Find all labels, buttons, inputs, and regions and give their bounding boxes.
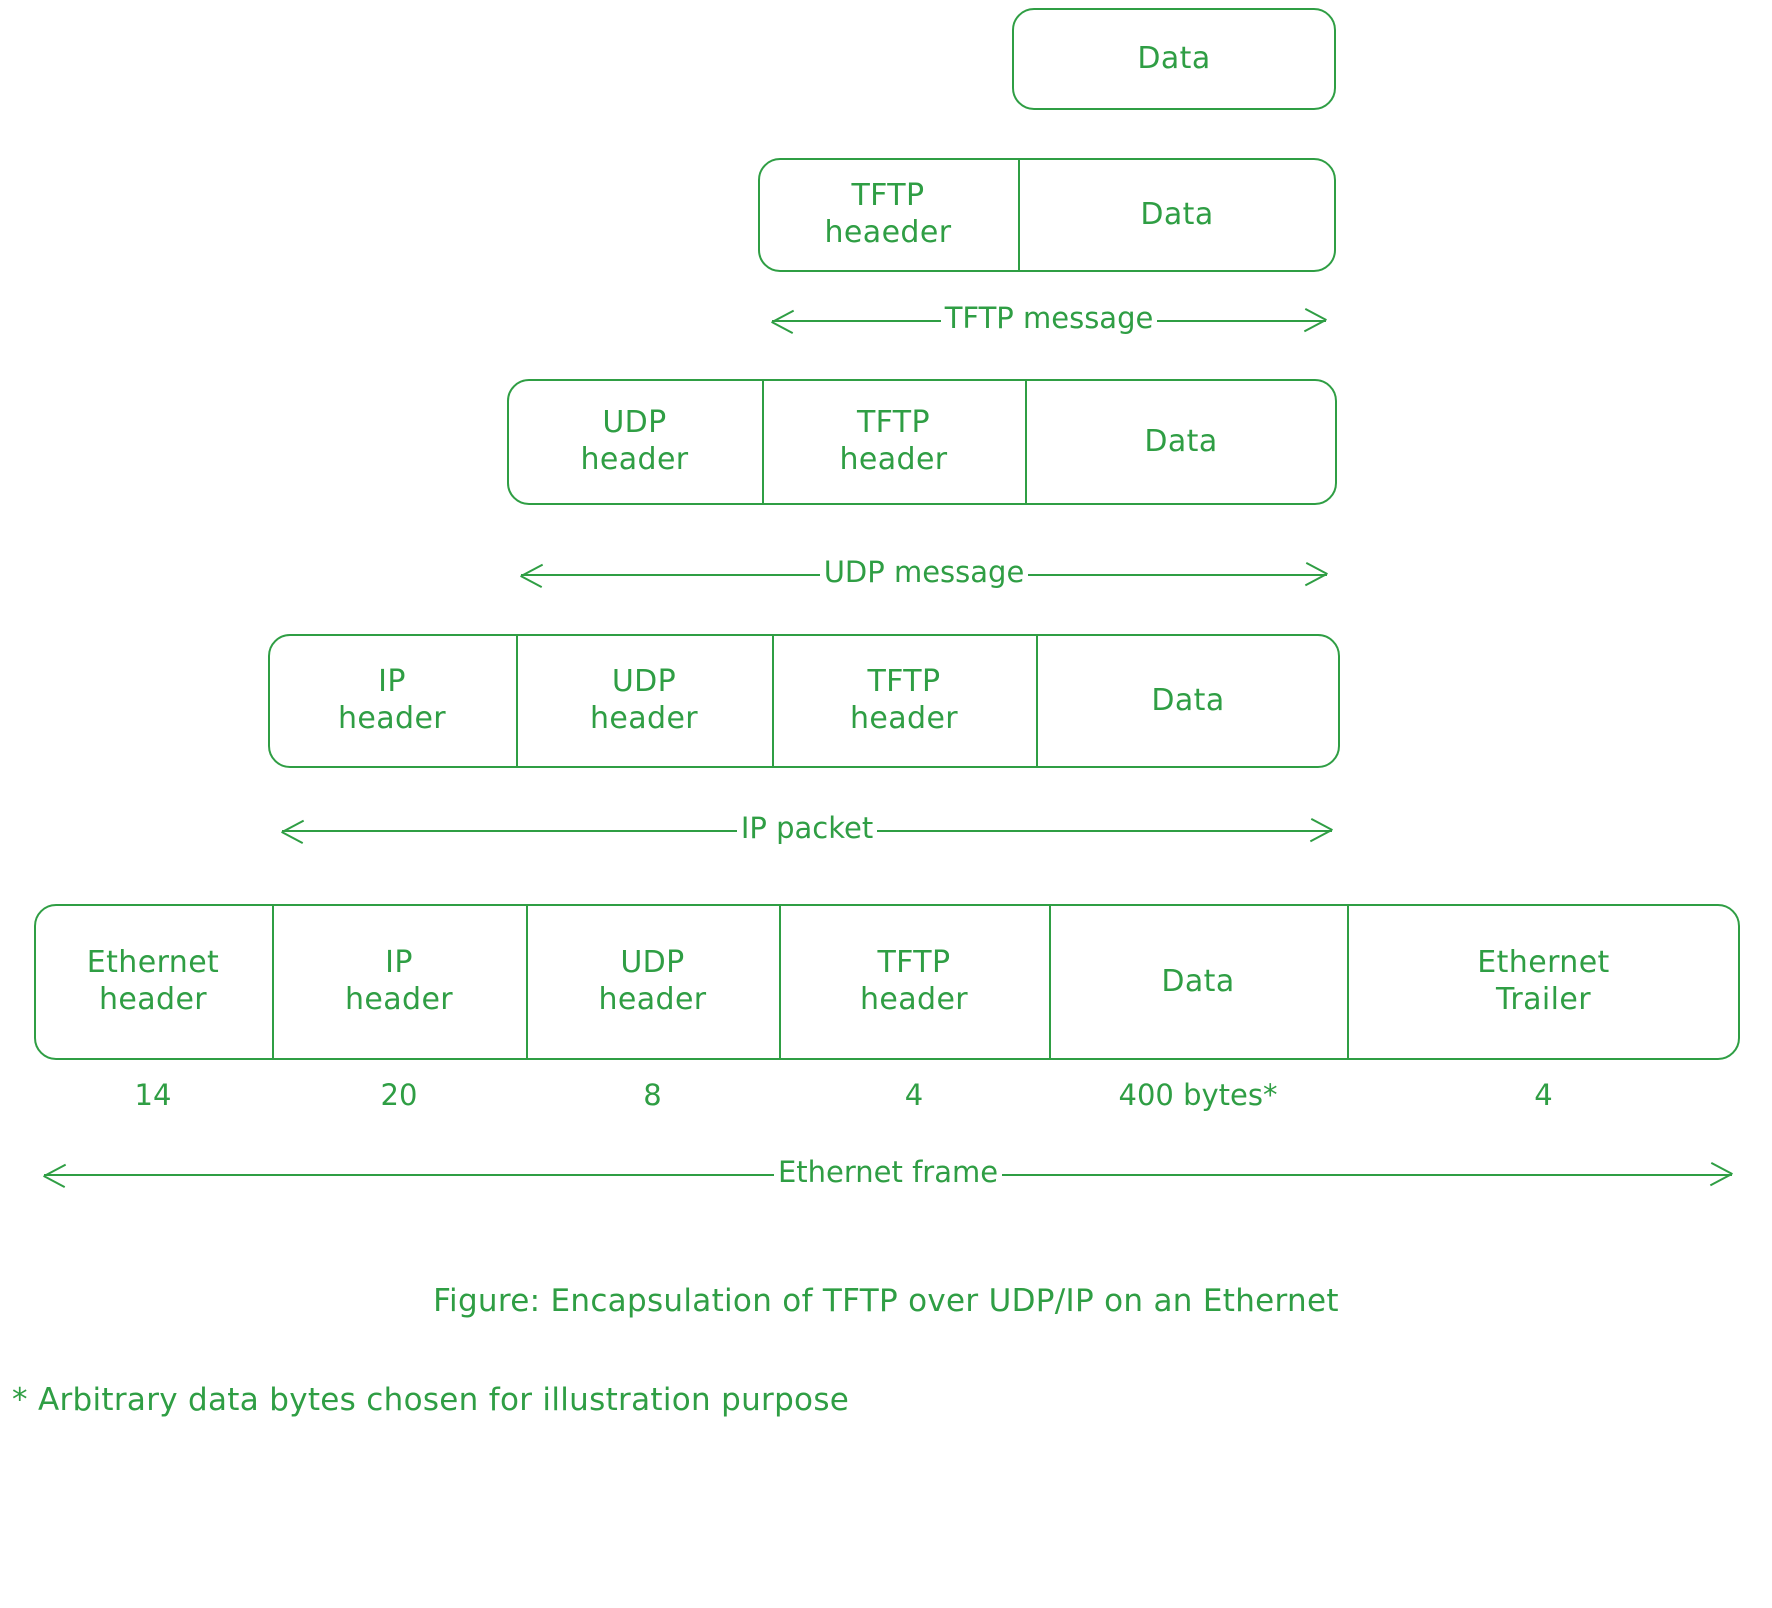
ethernet-frame-row: Ethernet header IP header UDP header TFT… <box>34 904 1740 1060</box>
arrow-line-right <box>877 830 1333 832</box>
cell-label-line2: header <box>859 982 969 1017</box>
ethernet-frame-arrow: Ethernet frame <box>44 1152 1733 1198</box>
cell-data: Data <box>1036 634 1340 768</box>
cell-label: Data <box>1137 40 1211 76</box>
cell-label-line1: IP <box>385 945 413 981</box>
cell-label-line2: header <box>839 442 948 477</box>
data-row: Data <box>1012 8 1336 110</box>
byte-count-ethernet-header: 14 <box>34 1070 272 1120</box>
arrow-line-right <box>1157 320 1327 322</box>
arrow-line-left <box>772 320 941 322</box>
arrow-label: Ethernet frame <box>777 1155 999 1189</box>
cell-label-line1: UDP <box>602 405 667 441</box>
byte-count-value: 14 <box>134 1078 172 1112</box>
arrow-line-right <box>1028 574 1327 576</box>
tftp-message-arrow: TFTP message <box>772 298 1327 344</box>
arrow-line-left <box>282 830 737 832</box>
cell-udp-header: UDP header <box>507 379 762 505</box>
cell-label-line1: TFTP <box>851 178 925 214</box>
cell-udp-header: UDP header <box>526 904 779 1060</box>
cell-ip-header: IP header <box>272 904 526 1060</box>
udp-message-arrow: UDP message <box>521 552 1327 598</box>
arrow-line-left <box>44 1174 774 1176</box>
cell-label-line1: IP <box>378 664 406 700</box>
byte-count-value: 4 <box>1534 1078 1553 1112</box>
cell-label-line2: header <box>589 701 699 736</box>
cell-label-line2: heaeder <box>824 215 952 250</box>
cell-ip-header: IP header <box>268 634 516 768</box>
byte-count-value: 8 <box>643 1078 662 1112</box>
byte-count-udp-header: 8 <box>526 1070 779 1120</box>
arrow-label: UDP message <box>823 555 1025 589</box>
cell-label-line2: header <box>344 982 454 1017</box>
byte-count-ip-header: 20 <box>272 1070 526 1120</box>
cell-label-line1: TFTP <box>867 664 941 700</box>
cell-label-line2: header <box>98 982 208 1017</box>
byte-count-ethernet-trailer: 4 <box>1347 1070 1740 1120</box>
cell-label-line2: header <box>849 701 959 736</box>
cell-data: Data <box>1012 8 1336 110</box>
byte-count-data: 400 bytes* <box>1049 1070 1347 1120</box>
byte-count-row: 14 20 8 4 400 bytes* 4 <box>34 1070 1740 1120</box>
cell-ethernet-trailer: Ethernet Trailer <box>1347 904 1740 1060</box>
cell-label-line2: Trailer <box>1496 982 1591 1017</box>
cell-label: Data <box>1151 682 1225 718</box>
udp-message-row: UDP header TFTP header Data <box>507 379 1337 505</box>
byte-count-value: 4 <box>904 1078 924 1112</box>
arrow-label: IP packet <box>740 811 874 845</box>
cell-label: Data <box>1140 196 1214 232</box>
cell-label: Data <box>1161 963 1235 999</box>
byte-count-value: 400 bytes* <box>1118 1078 1278 1112</box>
cell-label-line2: header <box>580 442 689 477</box>
arrow-line-right <box>1002 1174 1733 1176</box>
tftp-message-row: TFTP heaeder Data <box>758 158 1336 272</box>
cell-label-line2: header <box>598 982 707 1017</box>
cell-label-line1: UDP <box>620 945 685 981</box>
cell-tftp-header: TFTP heaeder <box>758 158 1018 272</box>
figure-caption: Figure: Encapsulation of TFTP over UDP/I… <box>433 1283 1339 1319</box>
cell-data: Data <box>1025 379 1337 505</box>
cell-tftp-header: TFTP header <box>772 634 1036 768</box>
cell-tftp-header: TFTP header <box>762 379 1025 505</box>
byte-count-tftp-header: 4 <box>779 1070 1049 1120</box>
cell-label-line1: Ethernet <box>86 945 220 981</box>
cell-tftp-header: TFTP header <box>779 904 1049 1060</box>
cell-label-line1: TFTP <box>856 405 931 441</box>
cell-data: Data <box>1018 158 1336 272</box>
cell-label-line1: Ethernet <box>1477 945 1610 981</box>
cell-label: Data <box>1144 423 1218 459</box>
cell-label-line2: header <box>337 701 447 736</box>
ip-packet-arrow: IP packet <box>282 808 1333 854</box>
cell-udp-header: UDP header <box>516 634 772 768</box>
arrow-label: TFTP message <box>944 301 1154 335</box>
cell-label-line1: UDP <box>611 664 677 700</box>
ip-packet-row: IP header UDP header TFTP header Data <box>268 634 1340 768</box>
cell-data: Data <box>1049 904 1347 1060</box>
cell-ethernet-header: Ethernet header <box>34 904 272 1060</box>
byte-count-value: 20 <box>380 1078 418 1112</box>
arrow-line-left <box>521 574 820 576</box>
cell-label-line1: TFTP <box>877 945 951 981</box>
figure-footnote: * Arbitrary data bytes chosen for illust… <box>12 1382 850 1418</box>
